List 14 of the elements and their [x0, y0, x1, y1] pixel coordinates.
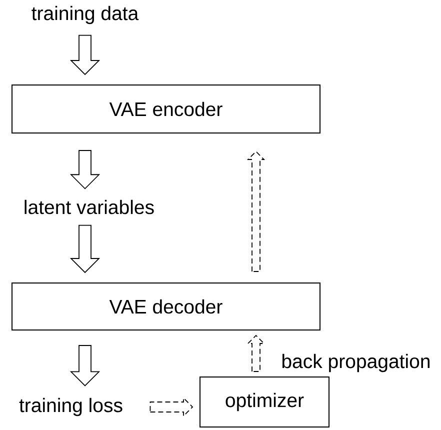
edge-label: back propagation [280, 352, 432, 374]
dashed-arrow [246, 334, 266, 372]
dashed-arrow [246, 150, 266, 272]
block-arrow [70, 345, 100, 386]
block-arrow [70, 224, 100, 274]
block-arrow [70, 34, 100, 76]
process-box: optimizer [200, 376, 330, 428]
text-label: training data [32, 6, 139, 24]
process-box: VAE encoder [12, 84, 320, 134]
dashed-arrow [150, 396, 194, 418]
text-label: training loss [19, 398, 122, 416]
process-box: VAE decoder [12, 282, 320, 330]
block-arrow [70, 150, 100, 190]
text-label: latent variables [24, 200, 154, 214]
